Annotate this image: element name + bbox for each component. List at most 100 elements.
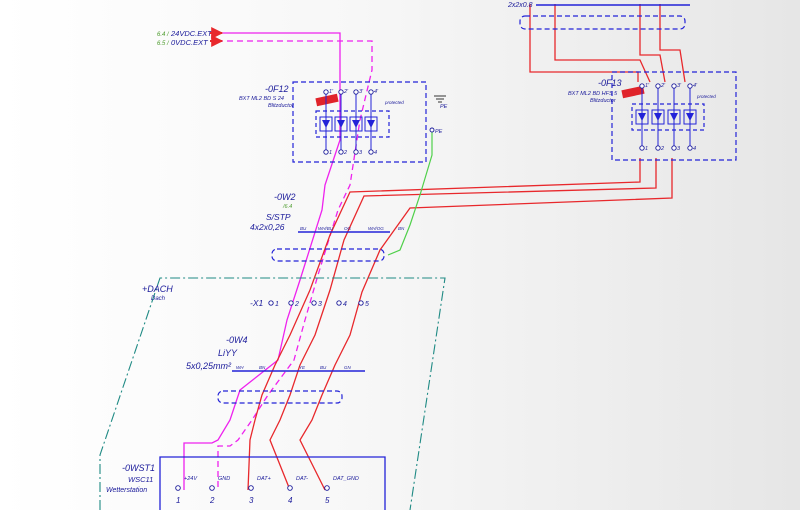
w2-core-label: BU [300, 226, 307, 231]
wire-red-2 [554, 4, 651, 83]
f12-part: BXT ML2 BD S 24 [239, 96, 284, 102]
wst1-terminal[interactable] [175, 485, 181, 491]
w2-type: S/STP [266, 212, 291, 222]
f13-pin-bottom-label: 4 [693, 146, 696, 152]
x1-pin-label: 5 [365, 301, 369, 308]
f12-terminal-top[interactable] [323, 89, 329, 95]
f13-frame[interactable] [611, 71, 737, 161]
f12-pin-bottom-label: 3 [359, 150, 363, 156]
f12-body [315, 110, 390, 138]
dach-tag: +DACH [142, 284, 173, 294]
cable-top-right-shield [519, 15, 686, 30]
x1-terminal[interactable] [288, 300, 294, 306]
wst1-signal-label: DAT- [296, 476, 308, 482]
w2-shield [271, 248, 385, 262]
w2-tag: -0W2 [274, 192, 296, 202]
w4-core-label: BU [320, 365, 327, 370]
x1-terminal[interactable] [268, 300, 274, 306]
f13-protected: protected [696, 94, 716, 99]
f12-terminal-bottom[interactable] [368, 149, 374, 155]
f13-terminal-bottom[interactable] [687, 145, 693, 151]
ext-label-1[interactable]: 24VDC.EXT [170, 29, 213, 38]
f13-terminal-bottom[interactable] [655, 145, 661, 151]
w4-tag: -0W4 [226, 335, 248, 345]
wire-pe [387, 130, 433, 256]
f13-diode-icon [686, 113, 694, 121]
f13-pin-top-label: 1' [645, 83, 650, 89]
wire-red-7 [299, 158, 673, 491]
f12-terminal-top[interactable] [368, 89, 374, 95]
f13-terminal-bottom[interactable] [639, 145, 645, 151]
f13-module [635, 109, 649, 125]
f13-diode-icon [670, 113, 678, 121]
f13-pin-bottom-label: 2 [660, 146, 664, 152]
f13-desc: Blitzductor [590, 98, 617, 104]
f13-terminal-bottom[interactable] [671, 145, 677, 151]
x1-terminal[interactable] [311, 300, 317, 306]
wst1-terminal[interactable] [248, 485, 254, 491]
f12-terminal-bottom[interactable] [323, 149, 329, 155]
wst1-terminal[interactable] [324, 485, 330, 491]
f13-logo [621, 85, 645, 99]
w2-core-label: WH/BU [318, 226, 334, 231]
wire-24vdc [183, 32, 341, 490]
wire-red-6 [269, 158, 657, 491]
w4-type: LiYY [218, 348, 238, 358]
w2-ref: /6.4 [282, 204, 292, 210]
f12-pin-bottom-label: 4 [374, 150, 377, 156]
f12-diode-icon [322, 120, 330, 128]
f12-diode-icon [367, 120, 375, 128]
cable-top-right-label: 2x2x0.8 [507, 2, 533, 9]
f13-pin-top-label: 3' [677, 83, 682, 89]
wst1-type: WSC11 [128, 475, 153, 484]
f13-module [683, 109, 697, 125]
f12-terminal-bottom[interactable] [338, 149, 344, 155]
dach-frame[interactable] [99, 277, 446, 510]
f12-frame[interactable] [292, 81, 427, 163]
f12-module [319, 116, 333, 132]
w2-core-label: WH/OG [368, 226, 384, 231]
f13-terminal-top[interactable] [655, 83, 661, 89]
pe-terminal[interactable] [429, 127, 435, 133]
f13-terminal-top[interactable] [639, 83, 645, 89]
x1-pin-label: 4 [343, 301, 347, 308]
f12-tag: -0F12 [265, 84, 289, 94]
f13-terminal-top[interactable] [671, 83, 677, 89]
f12-terminal-top[interactable] [338, 89, 344, 95]
x1-terminal[interactable] [336, 300, 342, 306]
ext-ref-1: 6.4 / [157, 32, 170, 38]
wst1-terminal[interactable] [209, 485, 215, 491]
wst1-desc: Wetterstation [106, 487, 147, 494]
f12-desc: Blitzductor [268, 103, 295, 109]
ext-label-2[interactable]: 0VDC.EXT [171, 38, 209, 47]
f12-pin-top-label: 3' [359, 89, 364, 95]
wst1-signal-label: GND [218, 476, 230, 482]
w2-size: 4x2x0,26 [250, 222, 285, 232]
f13-terminal-top[interactable] [687, 83, 693, 89]
dach-desc: Dach [151, 296, 166, 302]
f12-terminal-top[interactable] [353, 89, 359, 95]
w4-core-label: YE [299, 365, 306, 370]
f13-module [667, 109, 681, 125]
wst1-pin-label: 1 [176, 496, 180, 505]
f12-diode-icon [337, 120, 345, 128]
f12-pin-top-label: 2' [343, 89, 349, 95]
wire-red-1 [529, 4, 639, 82]
f12-terminal-bottom[interactable] [353, 149, 359, 155]
wst1-terminal[interactable] [287, 485, 293, 491]
x1-terminal[interactable] [358, 300, 364, 306]
w4-core-label: WH [236, 365, 244, 370]
w4-size: 5x0,25mm² [186, 361, 232, 371]
f12-module [349, 116, 363, 132]
wst1-tag: -0WST1 [122, 463, 155, 473]
x1-pin-label: 1 [275, 301, 279, 308]
wst1-pin-label: 5 [325, 496, 330, 505]
wst1-frame[interactable] [159, 456, 386, 510]
wire-red-5 [247, 158, 641, 491]
f13-diode-icon [654, 113, 662, 121]
f12-protected: protected [384, 100, 404, 105]
f12-modules: 1'12'23'34'4 [319, 89, 379, 156]
f12-pin-bottom-label: 1 [329, 150, 332, 156]
